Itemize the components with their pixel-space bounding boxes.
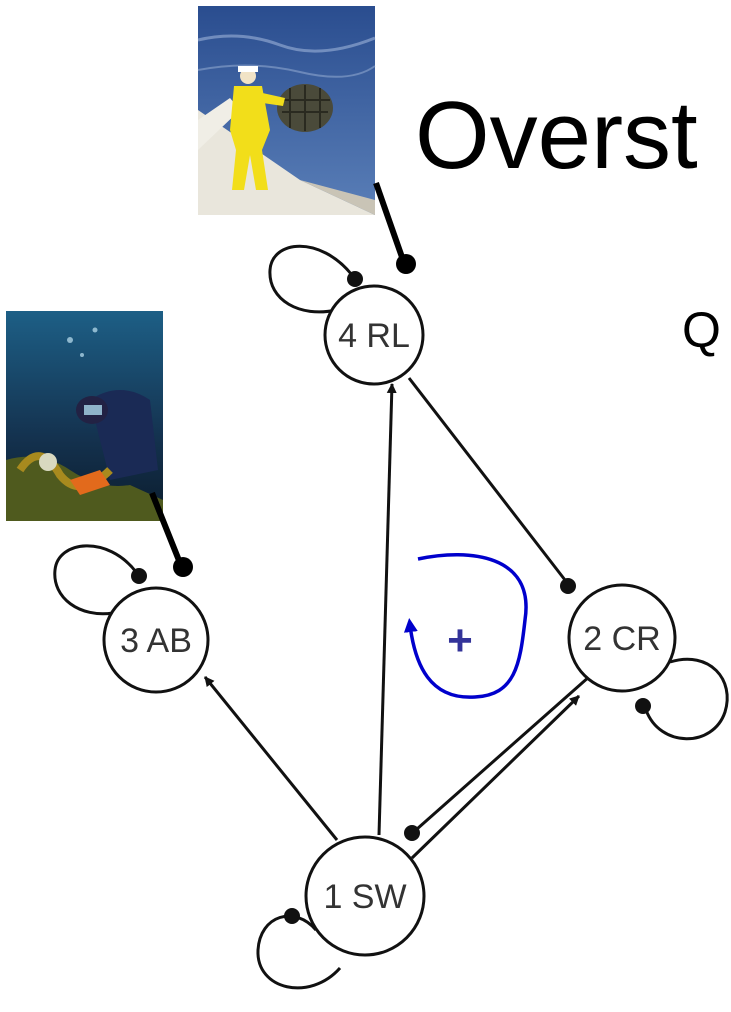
edge-sw-to-rl [377,383,397,836]
self-loop-ab-dot [131,568,147,584]
self-loop-ab [53,544,138,616]
node-4-rl-label: 4 RL [338,317,410,355]
feedback-loop: + [403,553,528,699]
self-loop-sw-dot [284,908,300,924]
self-loop-rl-dot [347,271,363,287]
bullet-fragment: Q [682,302,721,358]
self-loops [53,244,729,990]
self-loop-rl [268,244,354,314]
edge-rl-to-cr-dot [560,578,576,594]
edge-sw-to-ab [203,676,339,841]
edge-cr-to-sw-dot [404,825,420,841]
node-3-ab: 3 AB [102,586,210,694]
diver-photo [6,311,163,521]
diver-pointer-dot [173,557,193,577]
slide-title: Overst [415,82,698,189]
node-4-rl: 4 RL [323,284,425,386]
node-1-sw-label: 1 SW [323,878,406,916]
edges [203,377,591,860]
node-2-cr-label: 2 CR [583,620,660,658]
edge-cr-to-sw [416,674,591,831]
diver-pointer [149,491,183,565]
fisher-pointer-dot [396,254,416,274]
edge-rl-to-cr [407,377,567,581]
node-2-cr: 2 CR [567,583,677,693]
node-1-sw: 1 SW [304,835,426,957]
self-loop-cr [644,657,729,741]
node-3-ab-label: 3 AB [120,622,192,660]
feedback-loop-sign: + [447,616,473,665]
edge-sw-to-cr [410,694,581,860]
self-loop-cr-dot [635,698,651,714]
fisherman-photo [197,6,376,215]
fisher-pointer [373,182,406,261]
feedback-loop-arrow [403,553,528,699]
